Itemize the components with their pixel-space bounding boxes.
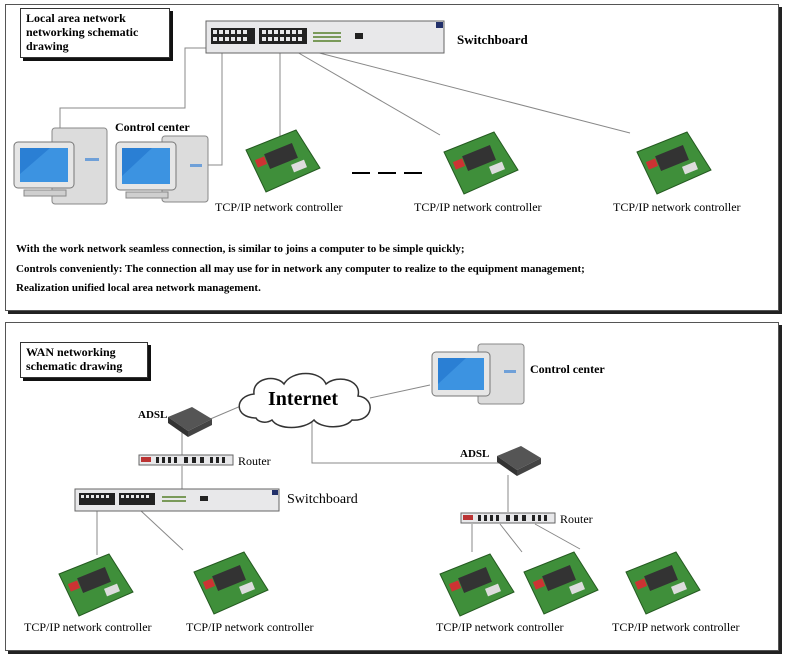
- router-left-label: Router: [238, 454, 271, 468]
- lan-switchboard-label: Switchboard: [457, 32, 528, 47]
- lan-line-ctrl2: [289, 47, 441, 136]
- lan-title-box: Local area network networking schematic …: [20, 8, 170, 58]
- wan-title-box: WAN networking schematic drawing: [20, 342, 148, 378]
- lan-note-3: Realization unified local area network m…: [16, 282, 261, 294]
- lan-controller3-label: TCP/IP network controller: [613, 200, 741, 214]
- wan-control-center-label: Control center: [530, 362, 605, 376]
- wan-switchboard-icon: [74, 488, 280, 512]
- lan-line-pc2: [208, 48, 223, 166]
- internet-label: Internet: [268, 388, 338, 410]
- wan-controller3-label: TCP/IP network controller: [436, 620, 564, 634]
- lan-pc1-icon: [13, 127, 108, 205]
- lan-note-1: With the work network seamless connectio…: [16, 243, 465, 255]
- lan-title: Local area network networking schematic …: [26, 11, 139, 53]
- adsl-right-label: ADSL: [460, 448, 490, 460]
- wan-line-cloud-adsl2: [311, 415, 500, 464]
- lan-controller2-icon: [443, 131, 519, 195]
- wan-controller3-icon: [439, 553, 515, 617]
- adsl-right-icon: [497, 446, 541, 476]
- lan-line-pc1: [59, 47, 215, 130]
- adsl-left-icon: [168, 407, 212, 437]
- wan-controller5-icon: [625, 551, 701, 615]
- lan-switchboard-icon: [205, 20, 445, 54]
- lan-controller1-icon: [245, 129, 321, 193]
- lan-note-2: Controls conveniently: The connection al…: [16, 263, 585, 275]
- wan-controller2-icon: [193, 551, 269, 615]
- wan-line-switch-ctrl2: [139, 509, 184, 551]
- router-right-icon: [460, 512, 556, 524]
- router-left-icon: [138, 454, 234, 466]
- adsl-left-label: ADSL: [138, 409, 168, 421]
- lan-control-center-label: Control center: [115, 120, 190, 134]
- wan-line-router2-ctrl3: [534, 523, 581, 550]
- wan-controller1-label: TCP/IP network controller: [24, 620, 152, 634]
- wan-line-cloud-pc: [369, 384, 431, 399]
- lan-controller3-icon: [636, 131, 712, 195]
- lan-controller2-label: TCP/IP network controller: [414, 200, 542, 214]
- wan-pc-icon: [431, 343, 525, 405]
- wan-controller1-icon: [58, 553, 134, 617]
- wan-controller4-icon: [523, 551, 599, 615]
- internet-cloud-icon: [238, 372, 371, 429]
- lan-pc2-icon: [115, 135, 209, 203]
- wan-controller4-label: TCP/IP network controller: [612, 620, 740, 634]
- lan-controller1-label: TCP/IP network controller: [215, 200, 343, 214]
- wan-line-router2-ctrl2: [499, 523, 523, 553]
- wan-title: WAN networking schematic drawing: [26, 345, 123, 373]
- router-right-label: Router: [560, 512, 593, 526]
- lan-line-ctrl3: [299, 47, 631, 134]
- wan-controller2-label: TCP/IP network controller: [186, 620, 314, 634]
- wan-switchboard-label: Switchboard: [287, 492, 358, 507]
